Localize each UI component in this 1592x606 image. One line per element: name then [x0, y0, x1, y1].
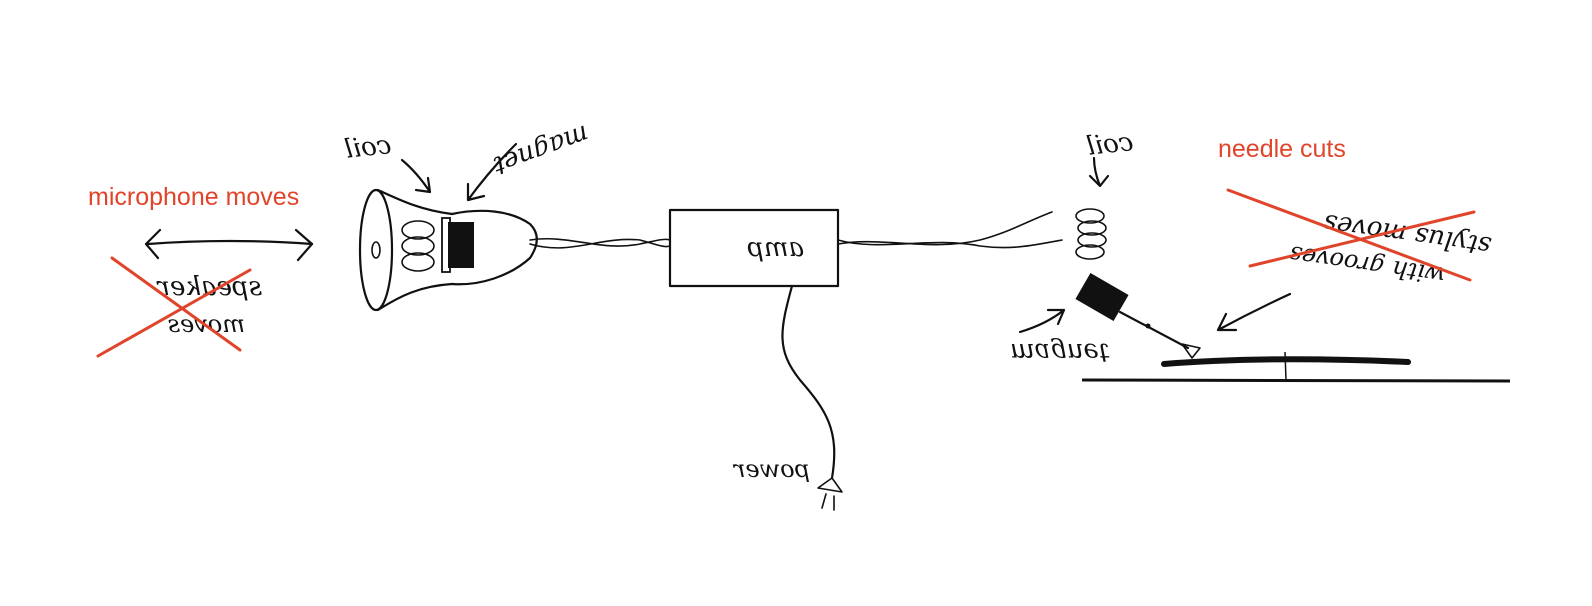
strike-line-d — [1248, 210, 1476, 268]
cutter-coil — [1075, 208, 1107, 260]
magnet-arrow-right — [1018, 308, 1066, 334]
record-disc — [1081, 351, 1511, 383]
microphone-coil — [401, 220, 435, 272]
coil-arrow-right — [1088, 156, 1110, 188]
stylus-arm — [1118, 310, 1190, 350]
motion-double-arrow — [144, 228, 314, 262]
speaker-moves-strike — [96, 256, 252, 358]
amplifier: amp — [668, 208, 840, 288]
power-label: power — [732, 455, 810, 483]
strike-line-c — [1226, 188, 1472, 282]
coil-arrow-left — [400, 158, 432, 194]
magnet-label-right: magnet — [1010, 337, 1110, 367]
stylus-joint — [1145, 323, 1151, 329]
coil-label-left: coil — [343, 130, 393, 165]
annotation-needle-cuts: needle cuts — [1218, 135, 1346, 163]
strike-line-b — [96, 268, 252, 358]
microphone-horn — [358, 188, 538, 312]
magnet-arrow-left — [466, 142, 518, 202]
speaker-moves-line1: speaker — [156, 272, 262, 302]
amp-label: amp — [747, 233, 804, 263]
stylus-tip — [1181, 343, 1201, 359]
cutter-magnet — [1075, 273, 1129, 321]
wire-amp-to-cutter — [837, 211, 1063, 249]
needle-arrow — [1216, 292, 1292, 332]
wire-mic-to-amp — [529, 238, 671, 249]
power-cord: power — [732, 284, 843, 511]
annotation-microphone-moves: microphone moves — [88, 183, 299, 211]
microphone-magnet — [441, 217, 474, 273]
coil-label-right: coil — [1085, 127, 1135, 162]
magnet-label-left: magnet — [489, 118, 593, 180]
stylus-moves-strike — [1226, 188, 1476, 282]
strike-line-a — [110, 256, 242, 352]
